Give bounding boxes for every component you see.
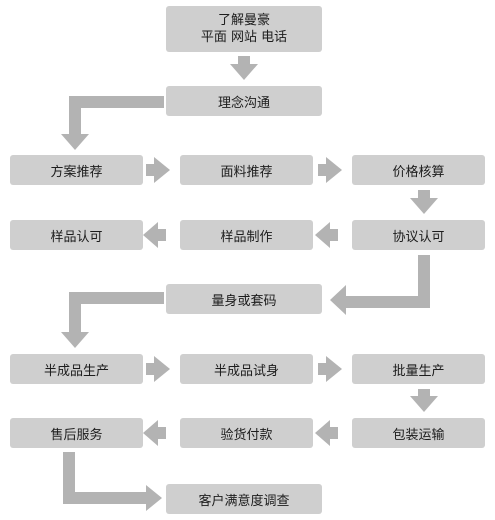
step-mass-prod: 批量生产 — [352, 354, 485, 384]
arrow-right-4 — [318, 356, 342, 382]
step-fabric: 面料推荐 — [180, 155, 313, 185]
step-price: 价格核算 — [352, 155, 485, 185]
step-contact: 了解曼豪 平面 网站 电话 — [166, 6, 322, 52]
arrow-down-1 — [230, 56, 258, 80]
arrow-left-3 — [315, 420, 338, 446]
arrow-right-3 — [146, 356, 170, 382]
arrow-right-1 — [146, 157, 170, 183]
step-contact-line2: 平面 网站 电话 — [200, 30, 288, 45]
arrow-left-4 — [143, 420, 166, 446]
step-semi-prod: 半成品生产 — [10, 354, 143, 384]
step-concept: 理念沟通 — [166, 86, 322, 116]
arrow-elbow-1 — [61, 96, 164, 150]
arrow-elbow-4 — [63, 452, 162, 511]
arrow-down-2 — [410, 190, 438, 214]
arrow-down-3 — [410, 389, 438, 412]
arrow-elbow-3 — [61, 292, 164, 348]
step-pack-ship: 包装运输 — [352, 418, 485, 448]
arrow-left-2 — [143, 222, 166, 248]
arrow-left-1 — [315, 222, 338, 248]
step-contact-line1: 了解曼豪 — [217, 13, 270, 28]
step-inspect-pay: 验货付款 — [180, 418, 313, 448]
arrow-right-2 — [318, 157, 342, 183]
step-semi-fit: 半成品试身 — [180, 354, 313, 384]
step-survey: 客户满意度调查 — [166, 484, 322, 514]
arrow-elbow-2 — [330, 255, 430, 315]
step-plan: 方案推荐 — [10, 155, 143, 185]
step-after-sale: 售后服务 — [10, 418, 143, 448]
step-sample-make: 样品制作 — [180, 220, 313, 250]
step-sample-ok: 样品认可 — [10, 220, 143, 250]
step-measure: 量身或套码 — [166, 284, 322, 314]
step-agreement: 协议认可 — [352, 220, 485, 250]
